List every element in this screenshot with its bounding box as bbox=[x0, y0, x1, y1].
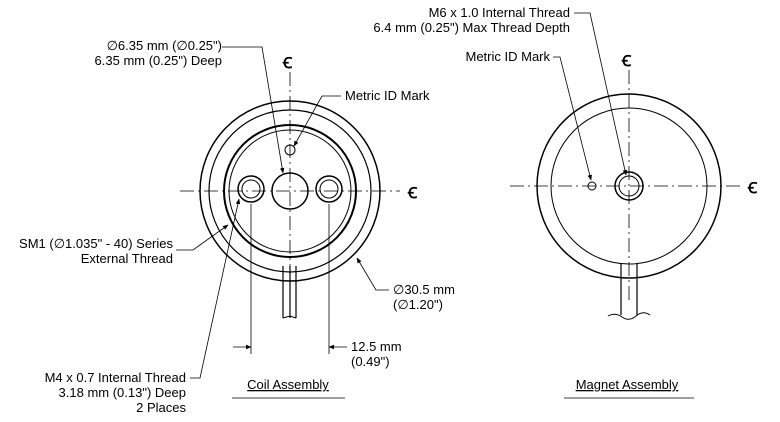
coil-m4-hole-left-inner bbox=[241, 179, 261, 199]
coil-m4-hole-right-inner bbox=[319, 179, 339, 199]
magnet-cl-right: Ꞓ bbox=[747, 180, 758, 197]
coil-m4-label-1: M4 x 0.7 Internal Thread bbox=[45, 370, 186, 385]
magnet-thread-label-1: M6 x 1.0 Internal Thread bbox=[429, 5, 570, 20]
coil-metric-id-label: Metric ID Mark bbox=[345, 88, 430, 103]
coil-bore-label-2: 6.35 mm (0.25") Deep bbox=[95, 53, 222, 68]
coil-m4-label-3: 2 Places bbox=[136, 400, 186, 415]
coil-assembly: Ꞓ Ꞓ ∅6.35 mm (∅0.25") 6.35 mm (0.25") De… bbox=[19, 38, 455, 415]
magnet-wire-break bbox=[607, 312, 651, 320]
coil-sm1-label-1: SM1 (∅1.035" - 40) Series bbox=[19, 236, 173, 251]
coil-sm1-leader bbox=[176, 224, 229, 251]
magnet-metric-id-leader bbox=[553, 56, 592, 181]
magnet-thread-label-2: 6.4 mm (0.25") Max Thread Depth bbox=[373, 20, 570, 35]
coil-bore-leader bbox=[222, 46, 285, 174]
coil-title: Coil Assembly bbox=[247, 377, 329, 392]
coil-od-label-1: ∅30.5 mm bbox=[393, 282, 455, 297]
magnet-assembly: Ꞓ Ꞓ M6 x 1.0 Internal Thread 6.4 mm (0.2… bbox=[373, 5, 758, 399]
coil-wire-end bbox=[282, 315, 297, 319]
magnet-title: Magnet Assembly bbox=[576, 377, 679, 392]
coil-cl-top: Ꞓ bbox=[282, 55, 293, 72]
magnet-metric-id-label: Metric ID Mark bbox=[466, 49, 551, 64]
coil-m4-hole-right-outer bbox=[315, 175, 343, 203]
coil-od-label-2: (∅1.20") bbox=[393, 297, 443, 312]
magnet-thread-leader bbox=[574, 12, 628, 176]
coil-bore-label-1: ∅6.35 mm (∅0.25") bbox=[107, 38, 222, 53]
coil-metric-id-leader bbox=[293, 95, 341, 147]
coil-cl-right: Ꞓ bbox=[407, 185, 418, 202]
coil-od-leader bbox=[356, 257, 389, 291]
coil-m4-leader bbox=[190, 198, 241, 379]
coil-sm1-label-2: External Thread bbox=[81, 251, 173, 266]
coil-m4-hole-left-outer bbox=[237, 175, 265, 203]
magnet-cl-top: Ꞓ bbox=[621, 53, 632, 70]
coil-m4-label-2: 3.18 mm (0.13") Deep bbox=[59, 385, 186, 400]
coil-spacing-label-1: 12.5 mm bbox=[351, 339, 402, 354]
coil-spacing-label-2: (0.49") bbox=[351, 354, 390, 369]
